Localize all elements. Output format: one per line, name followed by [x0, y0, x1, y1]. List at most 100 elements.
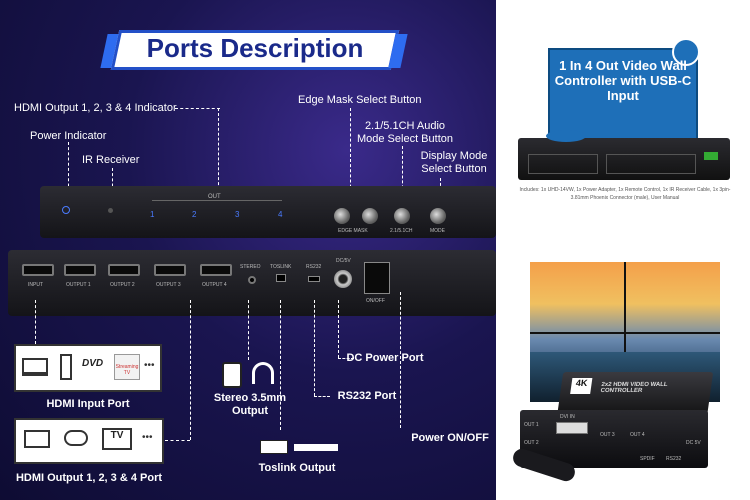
leader-hdmi-outputs-h	[165, 440, 190, 441]
usb-c-icon	[672, 38, 700, 66]
leader-edge-mask	[350, 108, 351, 208]
device-title: 2x2 HDMI VIDEO WALL CONTROLLER	[600, 382, 668, 394]
caption-power-onoff: Power ON/OFF	[411, 432, 489, 444]
ir-connector	[704, 152, 718, 160]
dc-power-jack	[334, 270, 352, 288]
front-out-1: 1	[150, 210, 155, 219]
rs232-port	[308, 276, 320, 282]
front-ch-label: 2.1/5.1CH	[390, 228, 413, 234]
leader-power-onoff	[400, 292, 401, 428]
headphones-icon	[252, 362, 274, 384]
power-switch[interactable]	[364, 262, 390, 294]
rear-toslink-label: TOSLINK	[270, 264, 292, 270]
front-edge-mask-label: EDGE MASK	[338, 228, 368, 234]
leader-stereo	[248, 300, 249, 360]
toslink-port	[276, 274, 286, 282]
brand-logo	[546, 130, 586, 142]
rear-output2-label: OUTPUT 2	[110, 282, 135, 288]
speaker-icon	[222, 362, 242, 388]
label-audio-mode-button: 2.1/5.1CH Audio Mode Select Button	[356, 120, 453, 145]
label-ir-receiver: IR Receiver	[82, 154, 140, 166]
render-out3: OUT 3	[600, 432, 615, 438]
hdmi-output-3-port	[154, 264, 186, 276]
rear-output4-label: OUTPUT 4	[202, 282, 227, 288]
leader-output-indicator	[175, 108, 220, 109]
more-icon: •••	[144, 360, 155, 371]
front-mode-label: MODE	[430, 228, 445, 234]
streaming-tv-icon: Streaming TV	[114, 354, 140, 380]
output-section	[606, 154, 696, 174]
display-mode-button[interactable]	[430, 208, 446, 224]
front-out-3: 3	[235, 210, 240, 219]
render-out1: OUT 1	[524, 422, 539, 428]
monitor-icon	[24, 430, 50, 448]
4k-badge: 4K	[570, 378, 593, 394]
dvi-port	[556, 422, 588, 434]
promo-box	[548, 48, 698, 146]
rear-input-label: INPUT	[28, 282, 43, 288]
render-dvi-in: DVI IN	[560, 414, 575, 420]
device-front-panel: OUT 1 2 3 4 EDGE MASK 2.1/5.1CH MODE	[40, 186, 496, 238]
rear-output1-label: OUTPUT 1	[66, 282, 91, 288]
promo-title: 1 In 4 Out Video Wall Controller with US…	[554, 58, 692, 103]
leader-dc	[338, 300, 339, 358]
rear-dc-label: DC/5V	[336, 258, 351, 264]
leader-dc-h	[338, 358, 354, 359]
label-display-mode-button: Display Mode Select Button	[420, 150, 488, 175]
leader-audio-mode	[402, 146, 403, 208]
leader-power-indicator	[68, 142, 69, 202]
label-hdmi-output-indicator: HDMI Output 1, 2, 3 & 4 Indicator	[14, 102, 177, 114]
hdmi-output-1-port	[64, 264, 96, 276]
soundbar-receiver-icon	[260, 440, 288, 454]
front-out-line	[152, 200, 282, 201]
power-led	[62, 206, 70, 214]
label-edge-mask-button: Edge Mask Select Button	[298, 94, 422, 106]
video-wall-seam-h	[530, 332, 720, 334]
caption-dc-power: DC Power Port	[346, 352, 424, 364]
caption-toslink: Toslink Output	[258, 462, 336, 474]
caption-hdmi-input: HDMI Input Port	[46, 398, 130, 410]
hdmi-input-port	[22, 264, 54, 276]
leader-rs232	[314, 300, 315, 396]
rear-stereo-label: STEREO	[240, 264, 261, 270]
projector-icon	[64, 430, 88, 446]
ir-receiver-window	[108, 208, 113, 213]
render-rs232: RS232	[666, 456, 682, 462]
leader-rs232-h	[314, 396, 330, 397]
render-out4: OUT 4	[630, 432, 645, 438]
stereo-jack	[248, 276, 256, 284]
promo-includes: Includes: 1x UHD-14VW, 1x Power Adapter,…	[519, 187, 731, 201]
ports-description-panel: Ports Description HDMI Output 1, 2, 3 & …	[0, 0, 496, 500]
hdmi-output-devices-box: TV •••	[14, 418, 164, 464]
soundbar-icon	[294, 444, 338, 451]
audio-mode-button[interactable]	[394, 208, 410, 224]
leader-ir-receiver	[112, 168, 113, 202]
hdmi-output-2-port	[108, 264, 140, 276]
leader-hdmi-input	[35, 300, 36, 344]
rear-rs232-label: RS232	[306, 264, 322, 270]
pc-tower-icon	[60, 354, 72, 380]
rear-onoff-label: ON/OFF	[366, 298, 385, 304]
device-rear-panel: INPUT OUTPUT 1 OUTPUT 2 OUTPUT 3 OUTPUT …	[8, 250, 496, 316]
render-dc: DC 5V	[686, 440, 701, 446]
render-out2: OUT 2	[524, 440, 539, 446]
leader-toslink	[280, 300, 281, 430]
hdmi-input-devices-box: DVD Streaming TV •••	[14, 344, 162, 392]
more-icon-2: •••	[142, 432, 153, 443]
dvd-icon: DVD	[82, 358, 104, 369]
front-out-2: 2	[192, 210, 197, 219]
hdmi-output-4-port	[200, 264, 232, 276]
front-out-label: OUT	[208, 194, 221, 200]
leader-hdmi-outputs	[190, 300, 191, 440]
caption-rs232: RS232 Port	[337, 390, 397, 402]
label-power-indicator: Power Indicator	[30, 130, 107, 142]
edge-mask-button-left[interactable]	[334, 208, 350, 224]
tv-icon: TV	[102, 428, 132, 450]
front-out-4: 4	[278, 210, 283, 219]
edge-mask-button-right[interactable]	[362, 208, 378, 224]
product-device-photo	[518, 130, 730, 180]
caption-stereo: Stereo 3.5mm Output	[213, 392, 287, 417]
input-section	[528, 154, 598, 174]
leader-output-indicator-v	[218, 108, 219, 190]
render-spdif: SPDIF	[640, 456, 655, 462]
